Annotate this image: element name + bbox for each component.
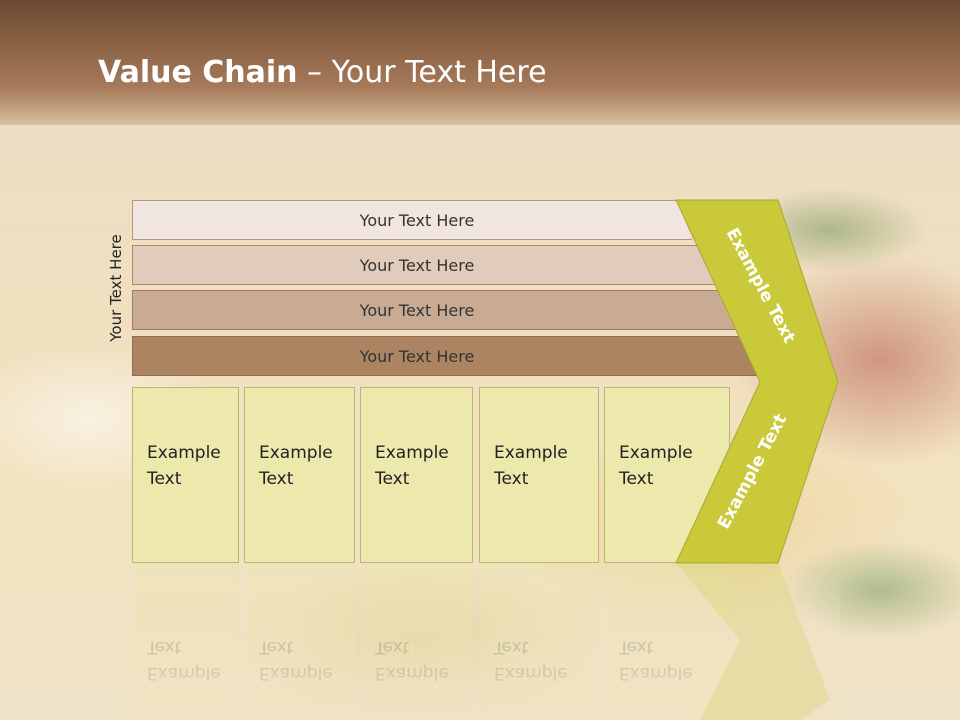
title-rest: – Your Text Here xyxy=(297,55,547,90)
support-bar-3-label: Your Text Here xyxy=(359,300,475,320)
cell-3-line2: Text xyxy=(375,469,410,489)
cell-4-line2: Text xyxy=(494,469,529,489)
cell-5-line1: Example xyxy=(619,443,693,463)
support-bar-4[interactable]: Your Text Here xyxy=(132,336,764,376)
cell-1-line1: Example xyxy=(147,443,221,463)
cell-5-line2: Text xyxy=(619,469,654,489)
header-band xyxy=(0,0,960,125)
support-bar-2[interactable]: Your Text Here xyxy=(132,245,717,285)
support-bar-3[interactable]: Your Text Here xyxy=(132,290,740,330)
cell-4-line1: Example xyxy=(494,443,568,463)
support-bar-2-label: Your Text Here xyxy=(359,255,475,275)
chevron-reflection xyxy=(676,563,830,720)
cell-2-line1: Example xyxy=(259,443,333,463)
slide-title[interactable]: Value Chain – Your Text Here xyxy=(98,55,547,90)
cell-1-line2: Text xyxy=(147,469,182,489)
support-bar-1-label: Your Text Here xyxy=(359,210,475,230)
cell-3-line1: Example xyxy=(375,443,449,463)
title-bold: Value Chain xyxy=(98,55,298,90)
chevron-arrow[interactable] xyxy=(675,199,839,564)
cell-2-line2: Text xyxy=(259,469,294,489)
support-bar-4-label: Your Text Here xyxy=(359,346,475,366)
